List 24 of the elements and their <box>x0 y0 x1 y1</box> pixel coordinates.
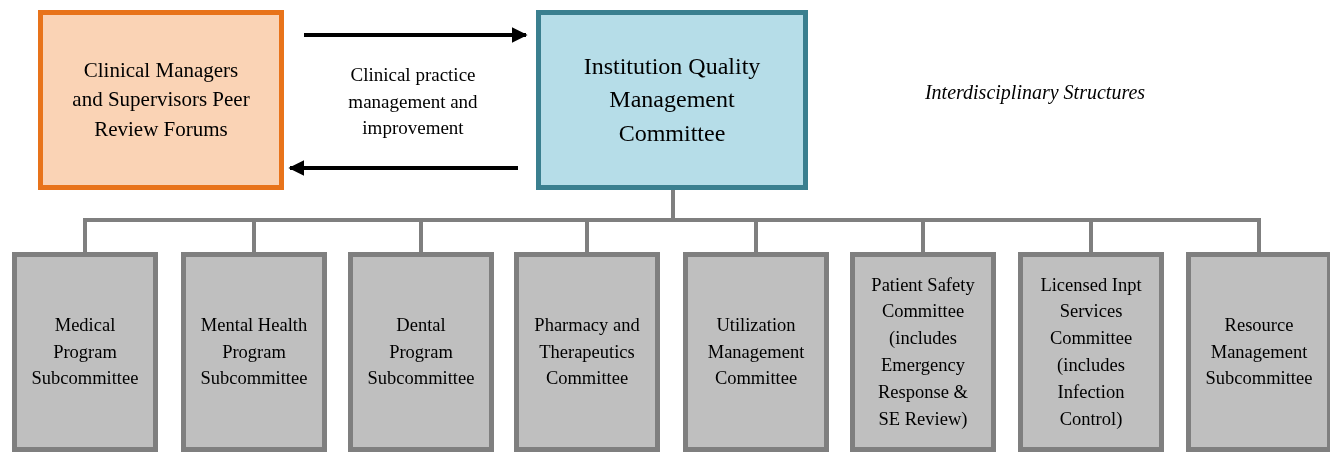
annotation-text: Clinical practice management and improvement <box>347 63 479 141</box>
box-label: Utilization Management Committee <box>706 313 806 391</box>
subcommittee-box <box>1186 252 1330 452</box>
box-label: Medical Program Subcommittee <box>31 313 139 391</box>
subcommittee-box <box>12 252 158 452</box>
subcommittee-box <box>181 252 327 452</box>
box-label: Mental Health Program Subcommittee <box>200 313 308 391</box>
box-label: Institution Quality Management Committee <box>582 51 762 148</box>
subcommittee-box <box>514 252 660 452</box>
subcommittee-box <box>850 252 996 452</box>
box-label: Patient Safety Committee (includes Emergency Response & SE Review) <box>870 273 976 431</box>
subcommittee-box <box>348 252 494 452</box>
box-label: Resource Management Subcommittee <box>1205 313 1313 391</box>
arrow <box>288 160 518 176</box>
peer-review-box <box>38 10 284 190</box>
committee-box <box>536 10 808 190</box>
box-label: Pharmacy and Therapeutics Committee <box>533 313 641 391</box>
subcommittee-box <box>1018 252 1164 452</box>
box-label: Clinical Managers and Supervisors Peer Review Forums <box>71 56 251 143</box>
section-heading: Interdisciplinary Structures <box>923 80 1147 106</box>
subcommittee-box <box>683 252 829 452</box>
arrow <box>304 27 528 43</box>
box-label: Dental Program Subcommittee <box>367 313 475 391</box>
box-label: Licensed Inpt Services Committee (includes Infection Control) <box>1039 273 1143 431</box>
